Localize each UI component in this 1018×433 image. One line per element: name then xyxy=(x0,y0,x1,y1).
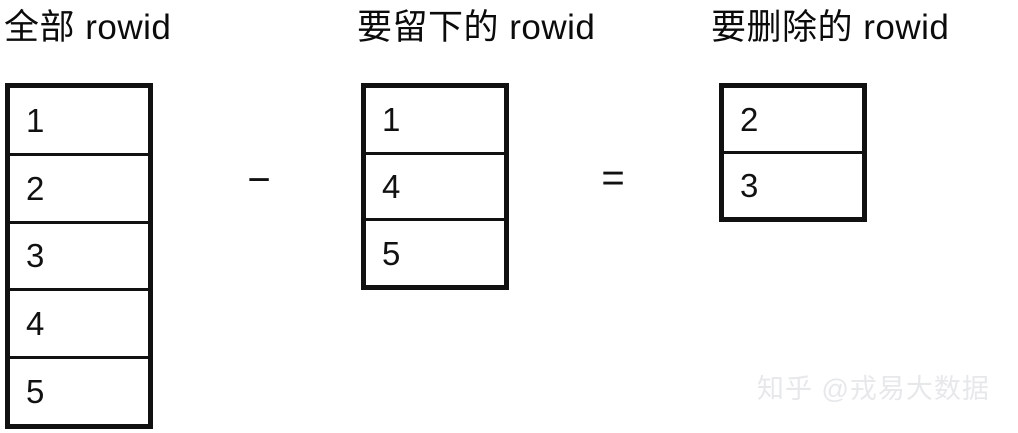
rowid-table-all: 1 2 3 4 5 xyxy=(5,83,153,429)
rowid-cell: 2 xyxy=(724,88,862,154)
rowid-cell: 1 xyxy=(10,88,148,156)
rowid-cell: 4 xyxy=(10,291,148,360)
rowid-cell: 3 xyxy=(10,223,148,292)
rowid-cell: 5 xyxy=(366,221,504,286)
rowid-cell: 2 xyxy=(10,155,148,224)
column-heading-keep-rowid: 要留下的 rowid xyxy=(357,8,596,47)
rowid-table-delete: 2 3 xyxy=(719,83,867,222)
column-heading-all-rowid: 全部 rowid xyxy=(4,8,172,47)
rowid-cell: 3 xyxy=(724,154,862,217)
watermark-text: 知乎 @戎易大数据 xyxy=(757,374,990,404)
minus-operator: − xyxy=(247,158,271,202)
column-heading-delete-rowid: 要删除的 rowid xyxy=(711,8,950,47)
equals-operator: = xyxy=(601,156,625,200)
rowid-cell: 1 xyxy=(366,88,504,155)
rowid-cell: 4 xyxy=(366,154,504,222)
rowid-table-keep: 1 4 5 xyxy=(361,83,509,290)
rowid-cell: 5 xyxy=(10,359,148,424)
